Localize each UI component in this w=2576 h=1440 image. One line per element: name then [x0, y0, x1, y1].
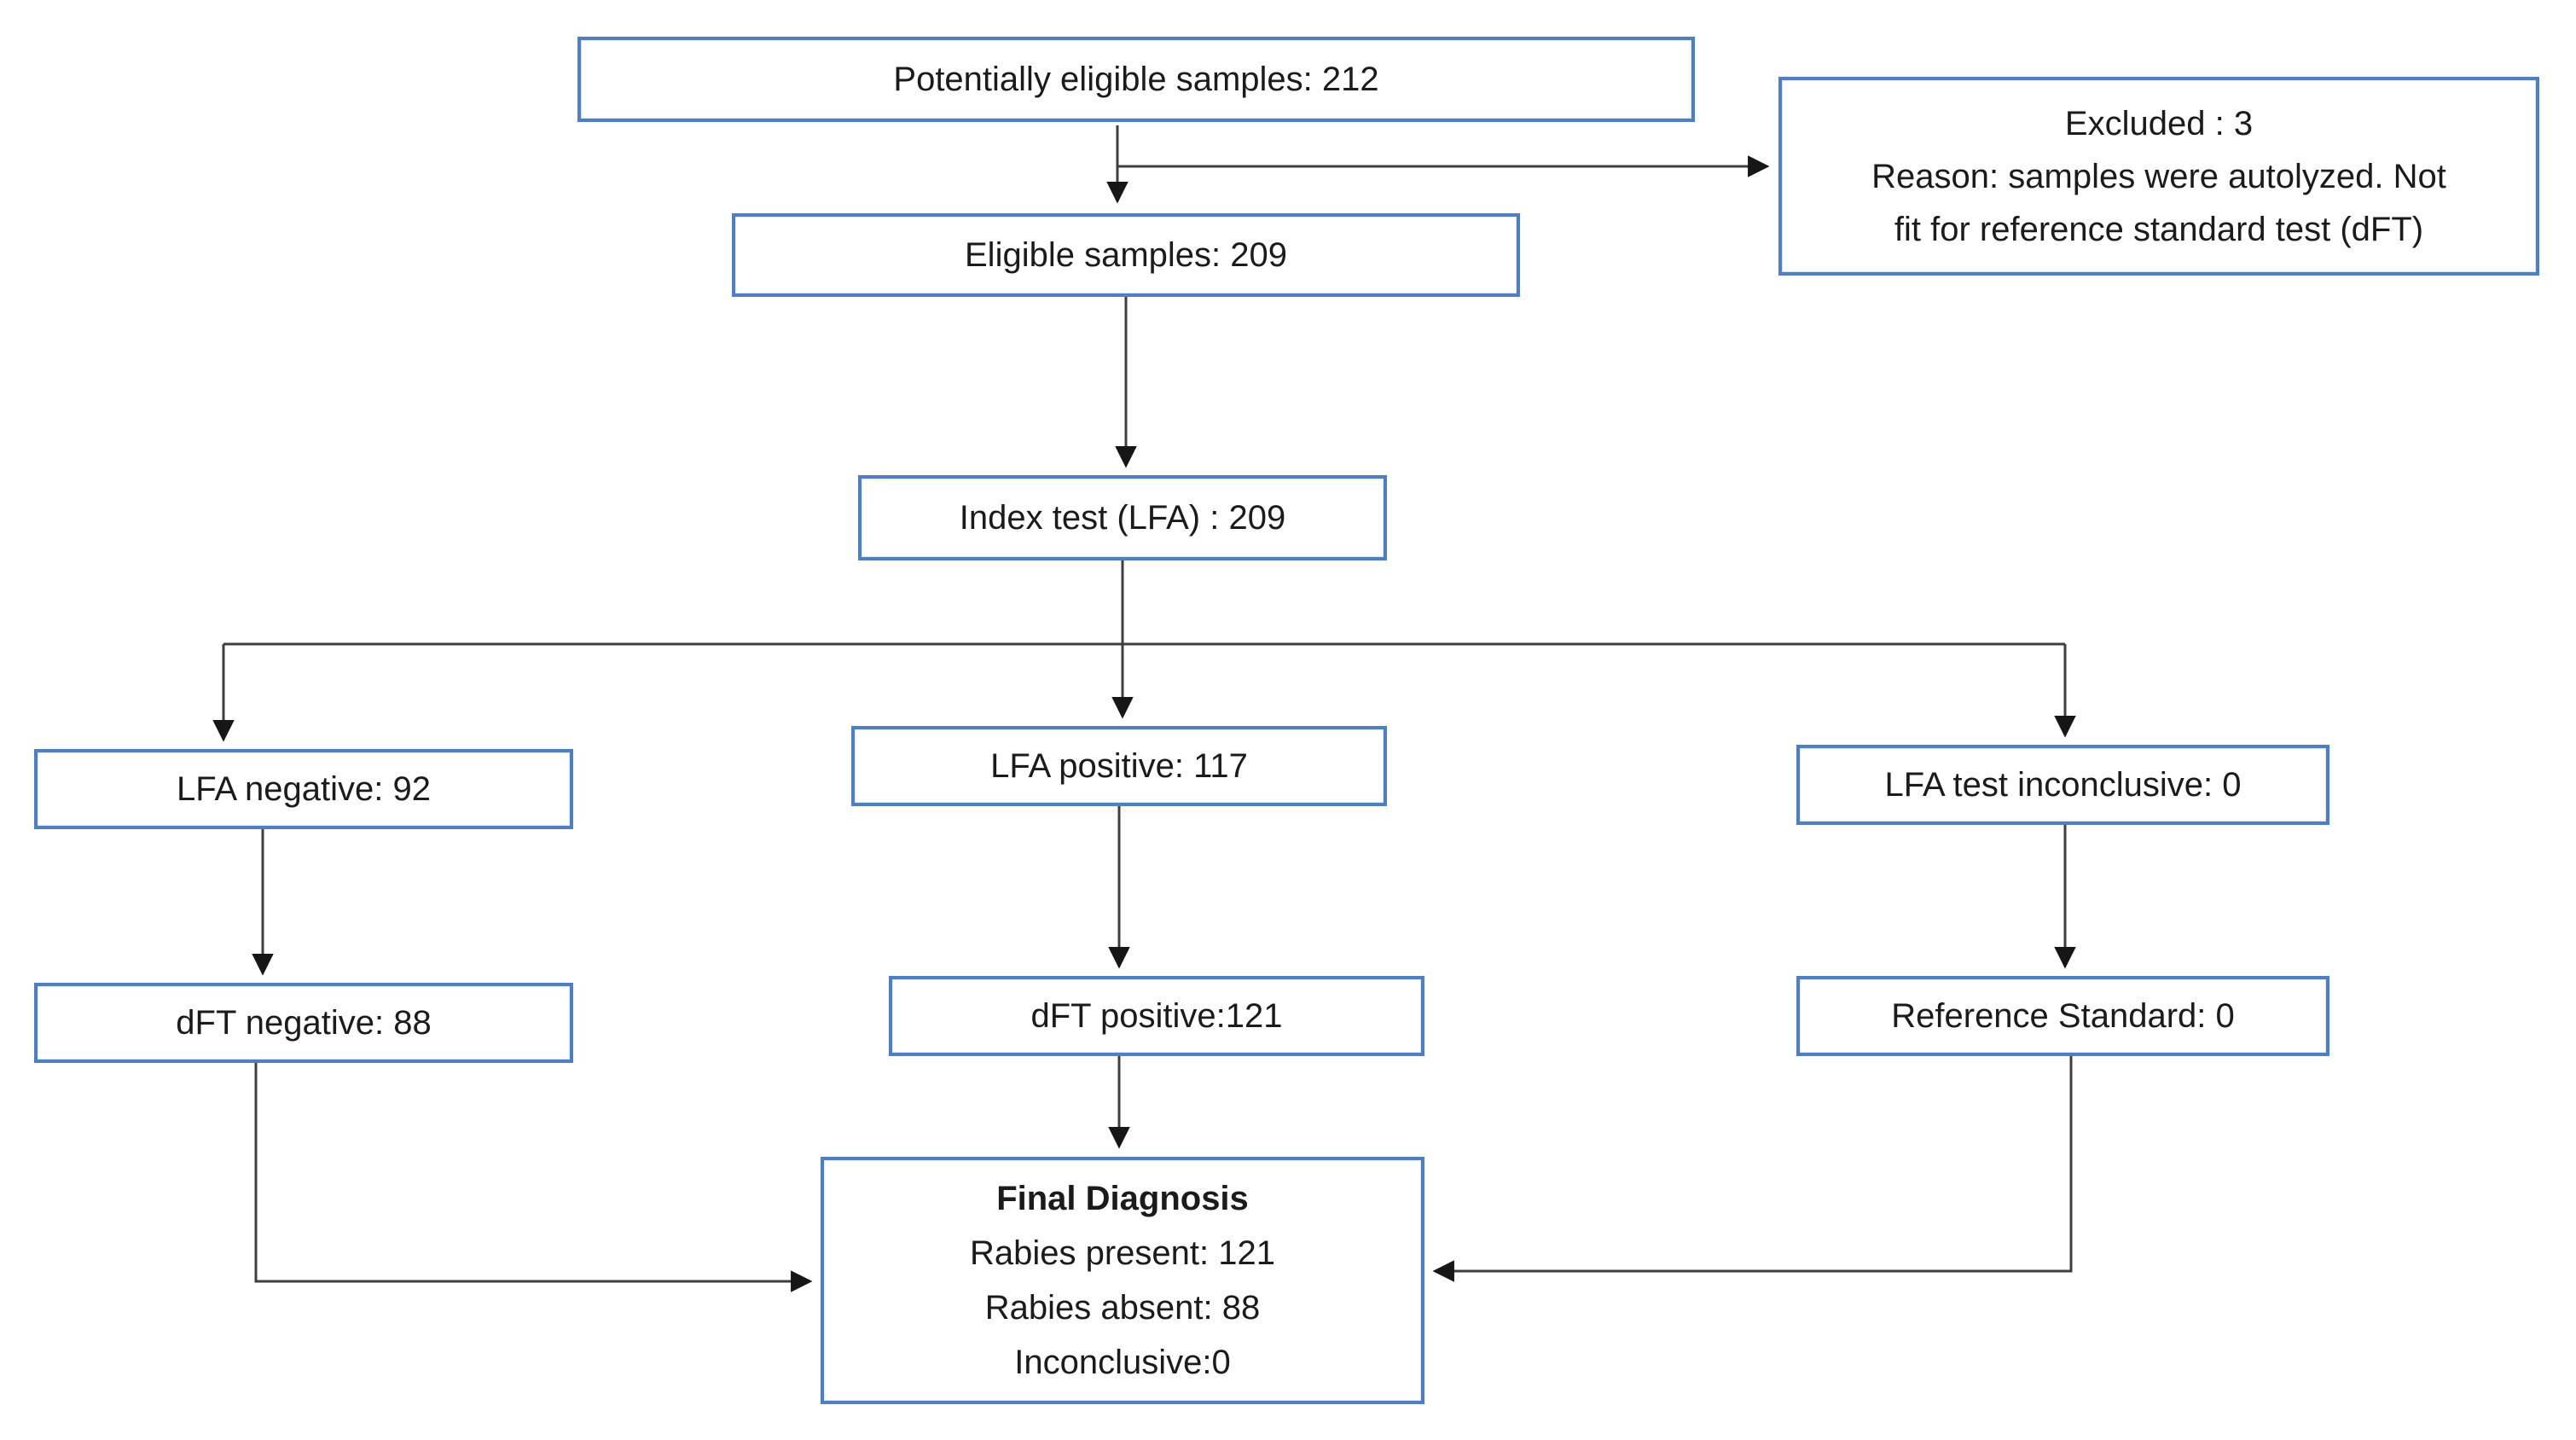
- final-diagnosis-rabies-present: Rabies present: 121: [969, 1234, 1275, 1272]
- excluded-reason-line: Reason: samples were autolyzed. Not fit …: [1871, 157, 2446, 248]
- box-index-test: Index test (LFA) : 209: [858, 475, 1387, 560]
- connector-reference-to-final: [1432, 1056, 2073, 1282]
- box-label: Eligible samples: 209: [965, 236, 1287, 274]
- final-diagnosis-inconclusive: Inconclusive:0: [1014, 1344, 1231, 1381]
- box-final-diagnosis: Final Diagnosis Rabies present: 121 Rabi…: [821, 1157, 1424, 1404]
- box-dft-negative: dFT negative: 88: [34, 983, 573, 1063]
- final-diagnosis-title: Final Diagnosis: [996, 1180, 1249, 1217]
- box-lfa-negative: LFA negative: 92: [34, 749, 573, 829]
- excluded-count-line: Excluded : 3: [2064, 104, 2254, 142]
- box-label: Index test (LFA) : 209: [959, 499, 1286, 537]
- box-dft-positive: dFT positive:121: [889, 976, 1424, 1056]
- box-label: LFA positive: 117: [990, 747, 1248, 785]
- box-label: dFT negative: 88: [176, 1004, 432, 1042]
- box-label: LFA test inconclusive: 0: [1884, 766, 2242, 804]
- box-label: Reference Standard: 0: [1891, 997, 2235, 1035]
- box-reference-standard: Reference Standard: 0: [1796, 976, 2329, 1056]
- box-lfa-positive: LFA positive: 117: [851, 726, 1387, 806]
- box-label: Potentially eligible samples: 212: [893, 61, 1379, 98]
- connector-dft-negative-to-final: [254, 1063, 813, 1292]
- box-potentially-eligible-samples: Potentially eligible samples: 212: [577, 37, 1695, 122]
- box-excluded: Excluded : 3 Reason: samples were autoly…: [1778, 77, 2539, 276]
- box-label: LFA negative: 92: [176, 770, 431, 808]
- box-label: dFT positive:121: [1030, 997, 1283, 1035]
- final-diagnosis-rabies-absent: Rabies absent: 88: [984, 1289, 1261, 1327]
- box-eligible-samples: Eligible samples: 209: [732, 213, 1520, 297]
- box-lfa-test-inconclusive: LFA test inconclusive: 0: [1796, 745, 2329, 825]
